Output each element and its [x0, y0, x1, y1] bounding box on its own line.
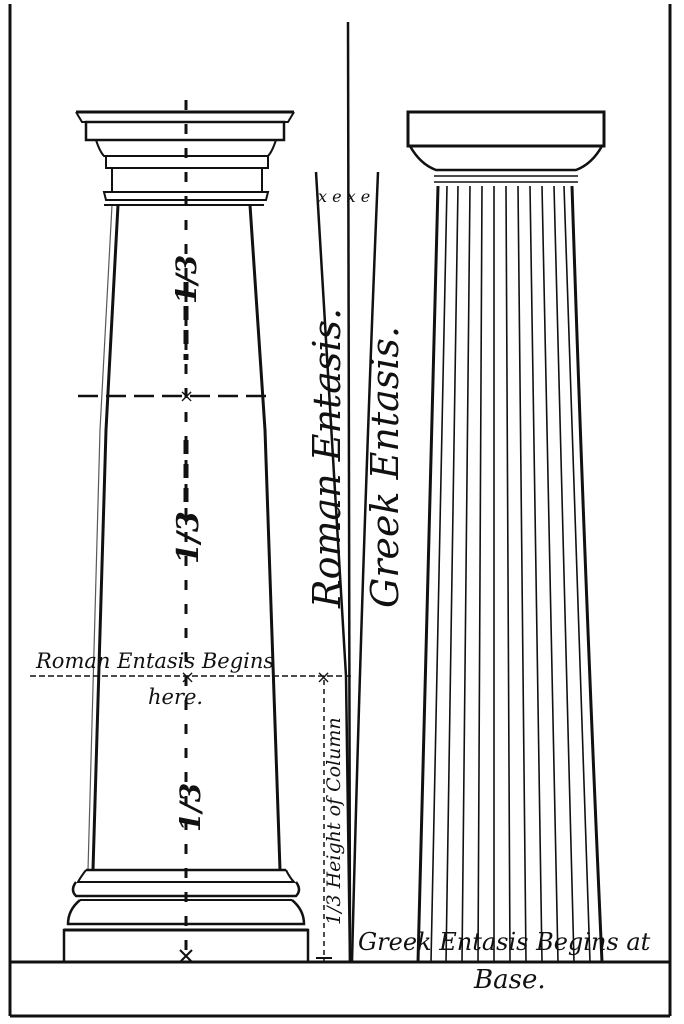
roman-begins-label-line1: Roman Entasis Begins [35, 649, 274, 673]
height-third-label: 1/3 Height of Column [323, 717, 345, 925]
roman-begins-label-line2: here. [148, 685, 203, 709]
third-top-label: 1/3 [170, 255, 203, 304]
greek-begins-label-line1: Greek Entasis Begins at [358, 928, 651, 956]
roman-shaft-left-edge [91, 204, 120, 871]
greek-abacus [406, 110, 606, 148]
vertical-reference-line [346, 21, 352, 963]
greek-entasis-curve [350, 171, 380, 963]
greek-shaft-left-edge [416, 185, 440, 963]
svg-text:×: × [316, 667, 331, 688]
third-mid-label: 1/3 [171, 511, 206, 564]
svg-text:×: × [180, 667, 195, 688]
roman-entasis-label: Roman Entasis. [305, 308, 349, 609]
greek-flutes [430, 185, 591, 963]
greek-column [406, 110, 606, 963]
greek-entasis-label: Greek Entasis. [363, 326, 407, 608]
third-bottom-label: 1/3 [174, 783, 207, 832]
greek-shaft-right-edge [570, 185, 604, 963]
greek-begins-label-line2: Base. [473, 965, 546, 995]
axis-marks-label: x e x e [318, 187, 370, 206]
roman-shaft-right-edge [248, 204, 282, 871]
entasis-guides [314, 21, 380, 963]
greek-echinus [408, 145, 604, 172]
svg-text:×: × [179, 386, 194, 407]
roman-entasis-curve [314, 171, 352, 963]
